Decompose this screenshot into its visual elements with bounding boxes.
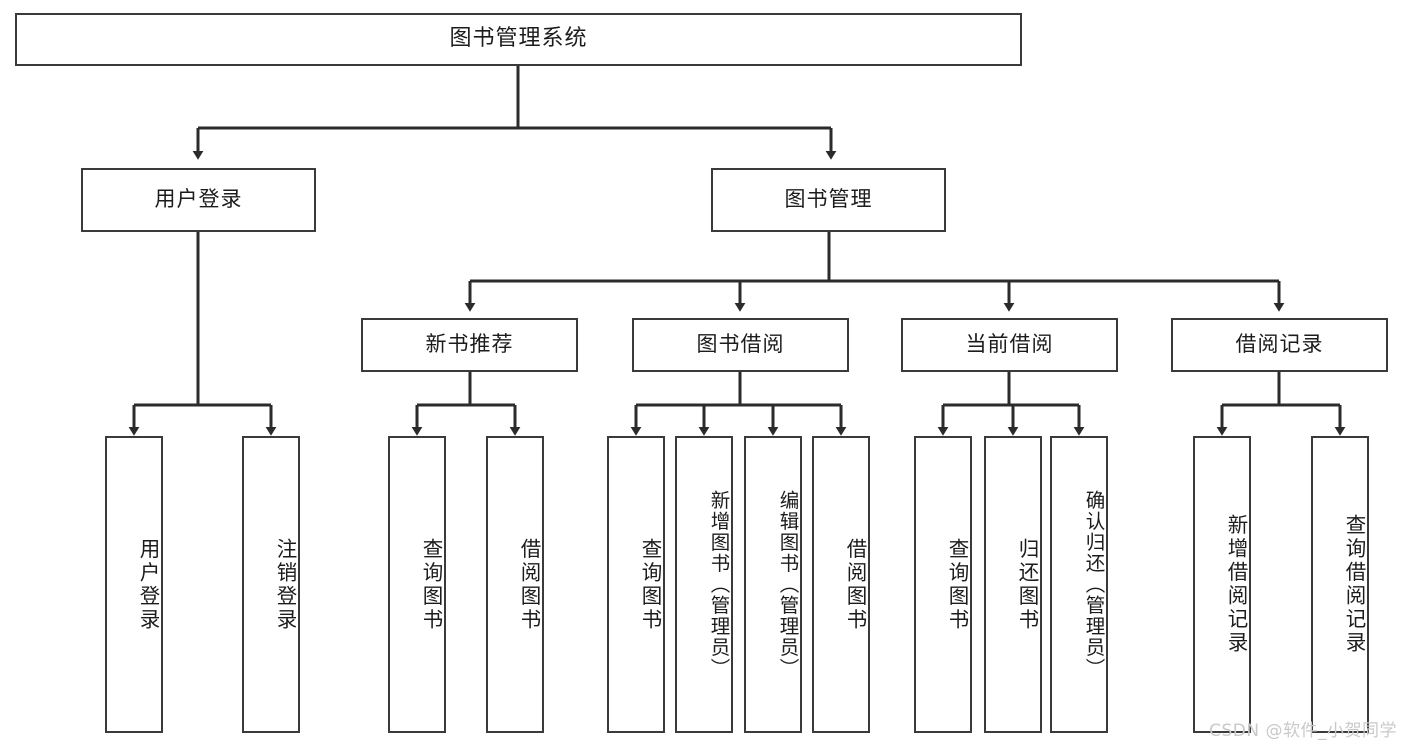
node-current-borrow[interactable]: 当前借阅: [901, 318, 1118, 372]
node-leaf-borrow-book-1[interactable]: 借阅图书: [486, 436, 544, 733]
node-leaf-query-book-3[interactable]: 查询图书: [914, 436, 972, 733]
node-root-book-management-system[interactable]: 图书管理系统: [15, 13, 1022, 66]
node-leaf-user-login[interactable]: 用户登录: [105, 436, 163, 733]
node-book-borrow[interactable]: 图书借阅: [632, 318, 849, 372]
node-leaf-confirm-return[interactable]: 确认归还（管理员）: [1050, 436, 1108, 733]
node-user-login[interactable]: 用户登录: [81, 168, 316, 232]
node-leaf-edit-book[interactable]: 编辑图书（管理员）: [744, 436, 802, 733]
node-leaf-query-record[interactable]: 查询借阅记录: [1311, 436, 1369, 733]
node-book-manage[interactable]: 图书管理: [711, 168, 946, 232]
node-leaf-query-book-1[interactable]: 查询图书: [388, 436, 446, 733]
csdn-watermark: CSDN @软件_小贺同学: [1209, 721, 1397, 741]
node-leaf-borrow-book-2[interactable]: 借阅图书: [812, 436, 870, 733]
node-leaf-user-logout[interactable]: 注销登录: [242, 436, 300, 733]
node-leaf-add-record[interactable]: 新增借阅记录: [1193, 436, 1251, 733]
node-new-book-recommend[interactable]: 新书推荐: [361, 318, 578, 372]
node-leaf-query-book-2[interactable]: 查询图书: [607, 436, 665, 733]
node-leaf-return-book[interactable]: 归还图书: [984, 436, 1042, 733]
node-borrow-record[interactable]: 借阅记录: [1171, 318, 1388, 372]
node-leaf-add-book[interactable]: 新增图书（管理员）: [675, 436, 733, 733]
